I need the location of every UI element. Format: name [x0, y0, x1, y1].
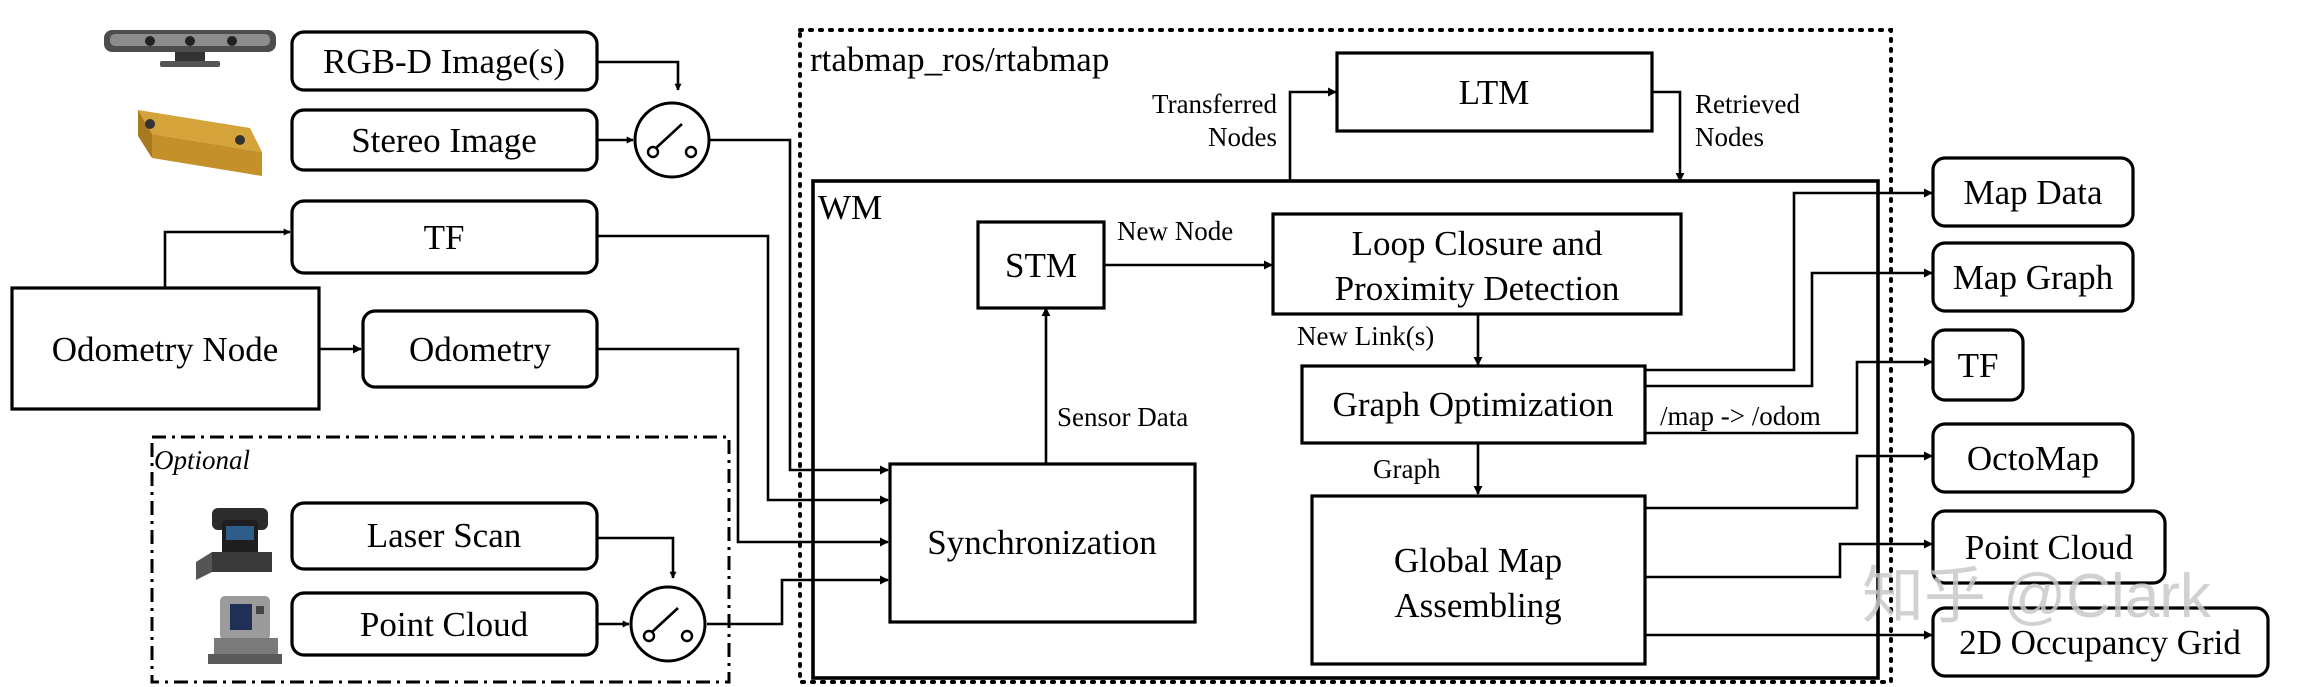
- rtabmap-node-border: [798, 28, 1893, 684]
- odometry-node-label: Odometry Node: [52, 330, 278, 369]
- odometry-label: Odometry: [409, 330, 551, 369]
- wm-label: WM: [818, 188, 882, 227]
- rtabmap-title: rtabmap_ros/rtabmap: [810, 40, 1109, 79]
- point-cloud-input-label: Point Cloud: [360, 605, 529, 644]
- sensor-data-label: Sensor Data: [1057, 402, 1188, 432]
- global-map-label-1: Global Map: [1394, 541, 1562, 580]
- new-links-label: New Link(s): [1297, 321, 1434, 351]
- rgbd-camera-icon: [104, 30, 276, 67]
- loop-closure-label-1: Loop Closure and: [1352, 224, 1603, 263]
- wires: [163, 60, 1933, 640]
- transferred-label-2: Nodes: [1208, 122, 1277, 152]
- map-graph-label: Map Graph: [1953, 258, 2114, 297]
- octomap-output: OctoMap: [1931, 422, 2135, 494]
- wm-region: [811, 179, 1880, 680]
- odometry-box: Odometry: [361, 309, 599, 389]
- occupancy-grid-output: 2D Occupancy Grid: [1931, 606, 2270, 678]
- transferred-label-1: Transferred: [1152, 89, 1277, 119]
- graph-label: Graph: [1373, 454, 1441, 484]
- point-cloud-output: Point Cloud: [1931, 509, 2167, 585]
- stereo-image-label: Stereo Image: [351, 121, 537, 160]
- synchronization-label: Synchronization: [927, 523, 1156, 562]
- stm-box: STM: [976, 220, 1106, 310]
- optional-label: Optional: [154, 445, 250, 475]
- rgbd-image-label: RGB-D Image(s): [323, 42, 565, 81]
- octomap-label: OctoMap: [1967, 439, 2099, 478]
- input-switch-icon: [633, 101, 711, 179]
- loop-closure-label-2: Proximity Detection: [1335, 269, 1620, 308]
- tf-input-box: TF: [290, 199, 599, 275]
- map-data-label: Map Data: [1964, 173, 2103, 212]
- loop-closure-box: Loop Closure and Proximity Detection: [1271, 212, 1683, 316]
- tf-output-label: TF: [1958, 346, 1999, 385]
- sensor-switch-icon: [629, 585, 707, 663]
- new-node-label: New Node: [1117, 216, 1233, 246]
- odometry-node-box: Odometry Node: [10, 286, 321, 411]
- stereo-image-box: Stereo Image: [290, 108, 599, 172]
- retrieved-label-2: Nodes: [1695, 122, 1764, 152]
- synchronization-box: Synchronization: [888, 462, 1197, 624]
- stm-label: STM: [1005, 246, 1077, 285]
- global-map-label-2: Assembling: [1394, 586, 1561, 625]
- ltm-box: LTM: [1335, 51, 1654, 133]
- stereo-camera-icon: [138, 110, 262, 176]
- laser-scanner-icon: [196, 508, 272, 580]
- laser-scan-box: Laser Scan: [290, 501, 599, 571]
- laser-scan-label: Laser Scan: [367, 516, 522, 555]
- watermark: 知乎 @Clark: [1862, 562, 2212, 631]
- depth-sensor-icon: [208, 596, 282, 664]
- map-odom-label: /map -> /odom: [1660, 401, 1821, 431]
- graph-optimization-box: Graph Optimization: [1300, 364, 1647, 445]
- retrieved-label-1: Retrieved: [1695, 89, 1800, 119]
- graph-optimization-label: Graph Optimization: [1333, 385, 1614, 424]
- global-map-assembling-box: Global Map Assembling: [1310, 494, 1647, 666]
- ltm-label: LTM: [1459, 73, 1530, 112]
- optional-group-border: [150, 435, 731, 684]
- point-cloud-input-box: Point Cloud: [290, 591, 599, 657]
- map-graph-output: Map Graph: [1931, 241, 2135, 313]
- point-cloud-output-label: Point Cloud: [1965, 528, 2134, 567]
- tf-input-label: TF: [424, 218, 465, 257]
- rgbd-image-box: RGB-D Image(s): [290, 30, 599, 92]
- tf-output: TF: [1931, 328, 2025, 402]
- map-data-output: Map Data: [1931, 156, 2135, 228]
- occupancy-grid-label: 2D Occupancy Grid: [1959, 623, 2241, 662]
